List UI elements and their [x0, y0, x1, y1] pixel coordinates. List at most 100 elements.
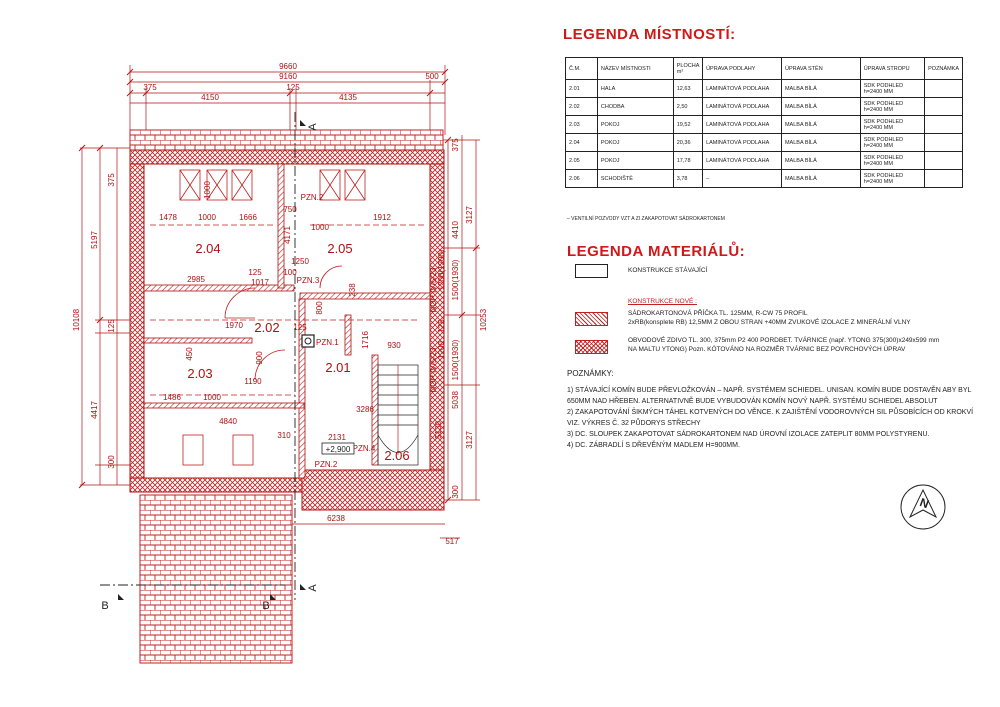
dim-10253: 10253	[479, 308, 488, 331]
tag-pzn-1: PZN.1	[316, 338, 339, 347]
cell: 17,78	[672, 151, 704, 170]
existing-construction-swatch	[575, 264, 608, 278]
dim-10108: 10108	[72, 308, 81, 331]
dim-2131: 2131	[328, 433, 346, 442]
dim-300-right: 300	[451, 485, 460, 499]
dim-1200-1200: 1200(1200)	[437, 249, 446, 290]
notes-heading: POZNÁMKY:	[567, 369, 614, 378]
cell: LAMINÁTOVÁ PODLAHA	[702, 133, 782, 152]
beam-lines	[150, 224, 425, 396]
cell: 20,36	[672, 133, 704, 152]
dim-125-top: 125	[286, 83, 300, 92]
dim-375-left: 375	[107, 173, 116, 187]
dim-4840: 4840	[219, 417, 237, 426]
dim-2985: 2985	[187, 275, 205, 284]
cell: MALBA BÍLÁ	[780, 79, 861, 98]
legend-footnote: – VENTILNÍ POZVODY VZT A ZI ZAKAPOTOVAT …	[567, 216, 725, 222]
cell: 2.01	[565, 79, 598, 98]
header-cell: Č.M.	[565, 57, 598, 80]
dim-3286: 3286	[356, 405, 374, 414]
section-lines	[100, 112, 296, 600]
openings	[179, 169, 366, 466]
window-tag-lower: NOP IV/5/23	[429, 347, 438, 392]
dim-3127-b: 3127	[465, 431, 474, 449]
dim-238: 238	[348, 283, 357, 297]
sdk-partition-label-1: SÁDROKARTONOVÁ PŘÍČKA TL. 125MM, R-CW 75…	[628, 310, 808, 317]
dim-1000-a: 1000	[198, 213, 216, 222]
table-row: 2.06 SCHODIŠTĚ 3,78 – MALBA BÍLÁ SDK POD…	[565, 169, 963, 188]
cell	[924, 169, 963, 188]
header-cell: NÁZEV MÍSTNOSTI	[596, 57, 674, 80]
dim-4171: 4171	[283, 226, 292, 244]
notes-block: POZNÁMKY: 1) STÁVAJÍCÍ KOMÍN BUDE PŘEVLO…	[567, 368, 977, 451]
legend-rooms-title: LEGENDA MÍSTNOSTÍ:	[563, 26, 736, 43]
header-cell: ÚPRAVA STROPU	[859, 57, 926, 80]
room-2-03: 2.03	[187, 366, 212, 381]
room-2-02: 2.02	[254, 320, 279, 335]
note-line: 650MM NAD HŘEBEN. ALTERNATIVNĚ BUDE VYBU…	[567, 398, 938, 405]
dim-1000-c: 1000	[203, 393, 221, 402]
room-2-05: 2.05	[327, 241, 352, 256]
cell: 2.06	[565, 169, 598, 188]
cell: SDK PODHLED h=2400 MM	[859, 79, 926, 98]
table-row: 2.02 CHODBA 2,50 LAMINÁTOVÁ PODLAHA MALB…	[565, 97, 963, 116]
dim-3127-a: 3127	[465, 206, 474, 224]
cell: MALBA BÍLÁ	[780, 169, 861, 188]
cell: LAMINÁTOVÁ PODLAHA	[702, 115, 782, 134]
cell: SDK PODHLED h=2400 MM	[859, 97, 926, 116]
cell: MALBA BÍLÁ	[780, 97, 861, 116]
existing-construction-label: KONSTRUKCE STÁVAJÍCÍ	[628, 267, 708, 274]
cell: POKOJ	[596, 133, 674, 152]
dim-1190: 1190	[244, 377, 262, 386]
table-row: 2.05 POKOJ 17,78 LAMINÁTOVÁ PODLAHA MALB…	[565, 151, 963, 170]
dim-930: 930	[387, 341, 401, 350]
cell	[924, 151, 963, 170]
staircase	[377, 364, 419, 466]
dim-4150: 4150	[201, 93, 219, 102]
dim-500: 500	[425, 72, 439, 81]
dim-125-right: 125	[437, 319, 446, 333]
dim-1486: 1486	[163, 393, 181, 402]
dim-1000-b: 1000	[311, 223, 329, 232]
room-numbers: 2.04 2.05 2.02 2.03 2.01 2.06	[187, 241, 409, 463]
room-2-01: 2.01	[325, 360, 350, 375]
dim-900: 900	[255, 351, 264, 365]
dim-5038: 5038	[451, 391, 460, 409]
dim-750: 750	[283, 205, 297, 214]
note-line: 1) STÁVAJÍCÍ KOMÍN BUDE PŘEVLOŽKOVÁN – N…	[567, 387, 972, 394]
note-line: 4) DC. ZÁBRADLÍ S DŘEVĚNÝM MADLEM H=900M…	[567, 442, 740, 449]
dim-4410: 4410	[451, 221, 460, 239]
level-value: +2,900	[326, 445, 351, 454]
cell: MALBA BÍLÁ	[780, 133, 861, 152]
dim-6238: 6238	[327, 514, 345, 523]
cell: 19,52	[672, 115, 704, 134]
cell: 3,78	[672, 169, 704, 188]
window-tags: NOP IV/5/23 NOP IV/5/23	[429, 267, 438, 392]
header-cell: POZNÁMKA	[924, 57, 963, 80]
cell: LAMINÁTOVÁ PODLAHA	[702, 79, 782, 98]
cell: LAMINÁTOVÁ PODLAHA	[702, 151, 782, 170]
cell	[924, 133, 963, 152]
dim-1912: 1912	[373, 213, 391, 222]
dim-1716: 1716	[361, 331, 370, 349]
cell: HALA	[596, 79, 674, 98]
cell: LAMINÁTOVÁ PODLAHA	[702, 97, 782, 116]
dimension-lines	[80, 65, 480, 539]
cell: 2,50	[672, 97, 704, 116]
dim-9660: 9660	[279, 62, 297, 71]
section-mark-a-top: A	[307, 123, 319, 131]
partition-walls	[143, 163, 431, 479]
note-line: 3) DC. SLOUPEK ZAKAPOTOVAT SÁDROKARTONEM…	[567, 431, 930, 438]
cell: 12,63	[672, 79, 704, 98]
pzn-tags: PZN.2 PZN.3 PZN.1 PZN.4 PZN.2	[297, 193, 376, 469]
section-mark-b-right: B	[262, 600, 269, 612]
floor-plan-drawing: 9660 9160 375 4150 125 4135 500 10108 51…	[72, 62, 488, 664]
dim-375-top: 375	[143, 83, 157, 92]
cell: –	[702, 169, 782, 188]
cell: SDK PODHLED h=2400 MM	[859, 115, 926, 134]
dim-800: 800	[315, 301, 324, 315]
tag-pzn-3: PZN.3	[297, 276, 320, 285]
north-arrow-icon: N	[900, 484, 946, 530]
cell: 2.02	[565, 97, 598, 116]
dimension-ticks	[78, 68, 480, 504]
